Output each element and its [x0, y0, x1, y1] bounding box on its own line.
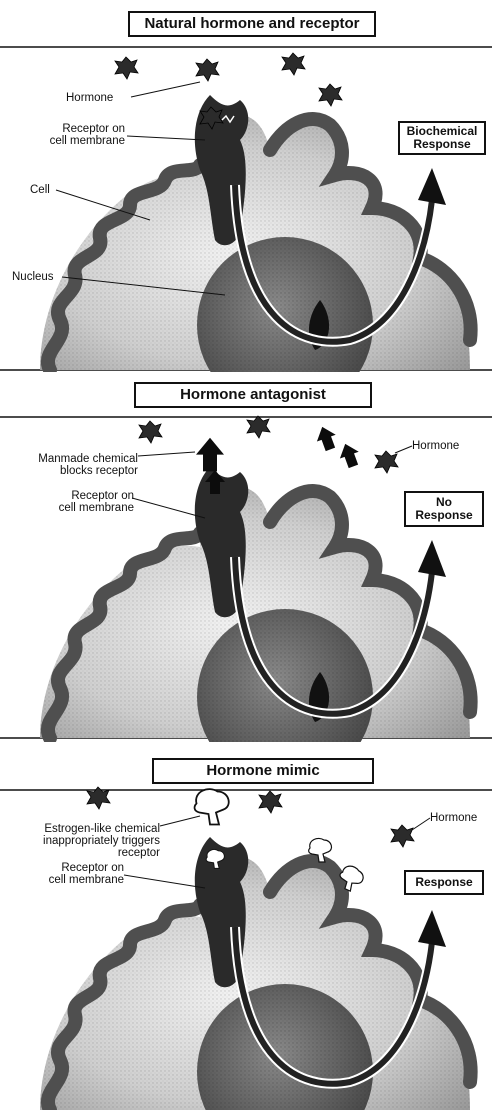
label-receptor: Receptor on cell membrane	[30, 490, 134, 514]
hormone-shape	[319, 84, 342, 106]
label-cell: Cell	[30, 184, 50, 196]
label-hormone: Hormone	[430, 812, 477, 824]
panel-antagonist: Hormone antagonist Manmade chemical bloc…	[0, 372, 492, 742]
hormone-shape	[139, 421, 162, 443]
hormone-shape	[196, 59, 219, 81]
label-estrogen-like-chemical: Estrogen-like chemical inappropriately t…	[6, 823, 160, 859]
label-hormone: Hormone	[66, 92, 113, 104]
panel-mimic-diagram	[0, 742, 492, 1110]
hormone-shape	[391, 825, 414, 847]
hormone-shape	[115, 57, 138, 79]
hormone-shape	[247, 416, 270, 438]
response-box: Response	[404, 870, 484, 895]
response-box: Biochemical Response	[398, 121, 486, 155]
panel-title: Natural hormone and receptor	[128, 11, 376, 37]
response-arrowhead	[418, 168, 446, 205]
label-hormone: Hormone	[412, 440, 459, 452]
label-nucleus: Nucleus	[12, 271, 54, 283]
manmade-chemical-shape	[196, 438, 224, 472]
label-manmade-chemical: Manmade chemical blocks receptor	[10, 453, 138, 477]
panel-natural: Natural hormone and receptor Hormone Rec…	[0, 0, 492, 372]
panel-title: Hormone antagonist	[134, 382, 372, 408]
hormone-shape	[282, 53, 305, 75]
panel-natural-diagram	[0, 0, 492, 372]
manmade-chemical-shape	[313, 423, 340, 452]
label-receptor: Receptor on cell membrane	[30, 862, 124, 886]
panel-antagonist-diagram	[0, 372, 492, 742]
panel-mimic: Hormone mimic Estrogen-like chemical ina…	[0, 742, 492, 1110]
label-receptor: Receptor on cell membrane	[40, 123, 125, 147]
response-box: No Response	[404, 491, 484, 527]
manmade-chemical-shape	[336, 440, 363, 469]
estrogen-like-chemical-shape	[195, 789, 229, 824]
hormone-shape	[375, 451, 398, 473]
hormone-shape	[259, 791, 282, 813]
panel-title: Hormone mimic	[152, 758, 374, 784]
